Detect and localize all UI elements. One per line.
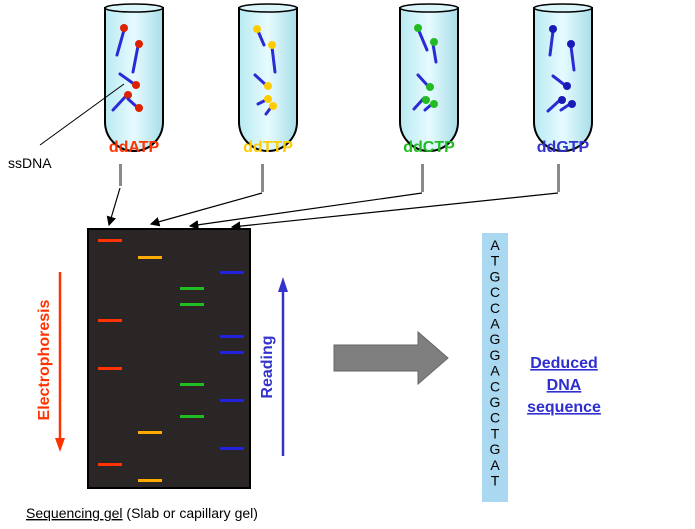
band-g-4 [220,399,244,402]
sequence-box [482,233,508,502]
stem-ddatp [119,164,122,186]
reading-label: Reading [259,335,276,398]
sequence-letter: A [490,316,500,332]
band-a-4 [98,463,122,466]
tube-ddatp [104,3,164,152]
sequence-letter: A [490,363,500,379]
gel-to-sequence-arrow [333,330,449,386]
label-ddctp: ddCTP [403,139,455,156]
stem-ddttp [261,164,264,192]
label-ddttp: ddTTP [243,139,293,156]
sequence-letter: G [490,268,501,284]
sequence-letter: G [490,347,501,363]
band-g-5 [220,447,244,450]
sequence-letter: C [490,410,500,426]
sequence-letter: C [490,300,500,316]
tube-ddctp [399,3,459,152]
label-ddgtp: ddGTP [537,139,590,156]
arrow-to-lane-g [230,192,559,231]
band-g-2 [220,335,244,338]
stem-ddgtp [557,164,560,192]
fragments-ddttp [253,25,277,116]
fragments-ddgtp [546,25,576,113]
sequence-letter: T [491,473,500,489]
band-g-1 [220,271,244,274]
deduced-line-1: Deduced [530,355,598,372]
arrow-to-lane-c [188,192,423,230]
band-c-2 [180,303,204,306]
reading-arrow [278,277,288,456]
sequence-letter: C [490,284,500,300]
sequence-letter: G [490,331,501,347]
fragments-ddctp [412,24,438,112]
fragments-ddatp [111,24,143,112]
sequence-letter: G [490,394,501,410]
electrophoresis-label: Electrophoresis [36,299,53,420]
band-t-2 [138,431,162,434]
deduced-line-3: sequence [527,399,601,416]
caption-underlined: Sequencing gel [26,505,123,521]
electrophoresis-arrow [55,272,65,452]
band-a-1 [98,239,122,242]
gel-caption: Sequencing gel (Slab or capillary gel) [26,505,258,521]
tube-ddgtp [533,3,593,152]
label-ddatp: ddATP [109,139,160,156]
band-g-3 [220,351,244,354]
deduced-line-2: DNA [547,377,582,394]
ssdna-pointer-line [39,83,125,146]
stem-ddctp [421,164,424,192]
sequence-letter: A [490,457,500,473]
band-a-2 [98,319,122,322]
ssdna-label: ssDNA [8,155,52,171]
sequence-letter: C [490,378,500,394]
band-c-4 [180,415,204,418]
arrow-to-lane-t [149,192,263,227]
sequence-letter: T [491,425,500,441]
tube-ddttp [238,3,298,152]
band-t-1 [138,256,162,259]
arrow-to-lane-a [106,187,121,227]
band-a-3 [98,367,122,370]
sequence-letter: A [490,237,500,253]
gel-bands [98,239,244,482]
band-c-3 [180,383,204,386]
sequence-letter: G [490,441,501,457]
caption-rest: (Slab or capillary gel) [123,505,258,521]
band-c-1 [180,287,204,290]
band-t-3 [138,479,162,482]
sequence-letter: T [491,253,500,269]
